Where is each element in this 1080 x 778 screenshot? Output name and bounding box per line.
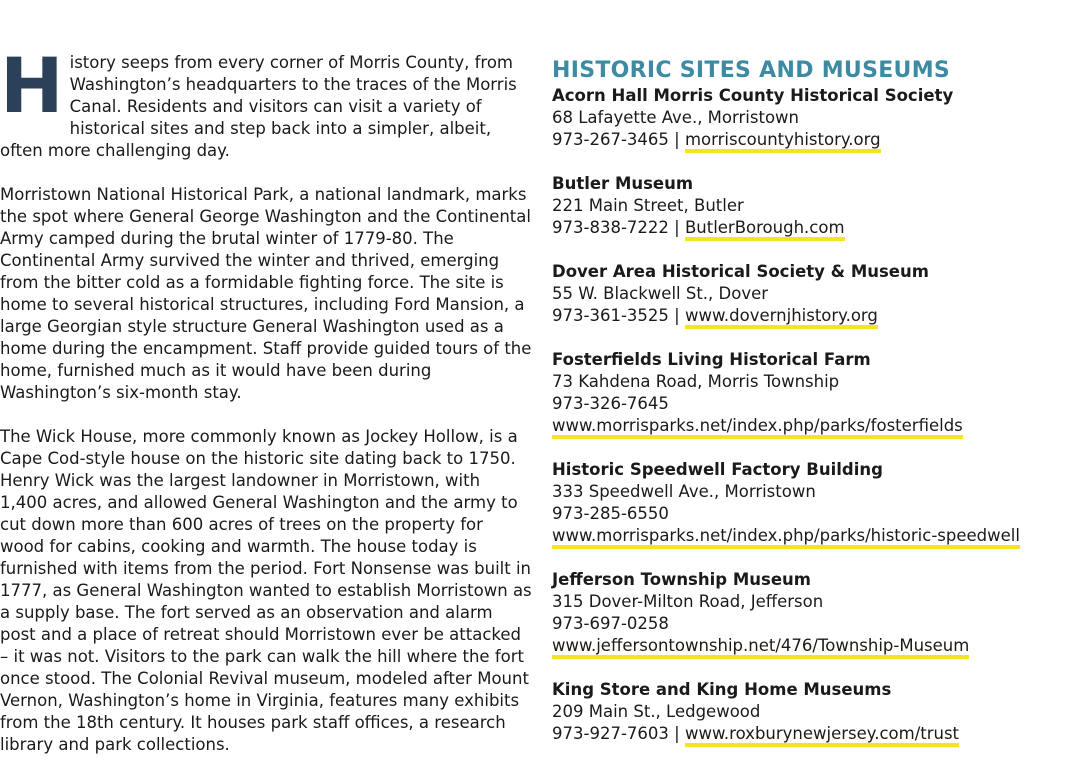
site-link[interactable]: www.dovernjhistory.org [684, 306, 878, 329]
site-phone: 973-927-7603 [552, 724, 669, 743]
site-address: 73 Kahdena Road, Morris Township [552, 372, 840, 391]
site-link[interactable]: www.morrisparks.net/index.php/parks/fost… [552, 416, 963, 439]
site-link[interactable]: morriscountyhistory.org [684, 130, 881, 153]
site-contact: 973-267-3465 | morriscountyhistory.org [552, 129, 1072, 153]
site-entry: Acorn Hall Morris County Historical Soci… [552, 85, 1072, 153]
site-phone: 973-697-0258 [552, 614, 669, 633]
site-name: Historic Speedwell Factory Building [552, 460, 883, 479]
separator: | [668, 724, 685, 743]
site-entry: Fosterfields Living Historical Farm 73 K… [552, 349, 1072, 439]
site-entry: Dover Area Historical Society & Museum 5… [552, 261, 1072, 329]
site-phone: 973-361-3525 [552, 306, 669, 325]
sites-heading: HISTORIC SITES AND MUSEUMS [552, 58, 951, 83]
site-name: Jefferson Township Museum [552, 570, 811, 589]
site-contact: 973-927-7603 | www.roxburynewjersey.com/… [552, 723, 1072, 747]
site-entry: Butler Museum 221 Main Street, Butler 97… [552, 173, 1072, 241]
site-link[interactable]: ButlerBorough.com [684, 218, 845, 241]
site-link[interactable]: www.roxburynewjersey.com/trust [684, 724, 960, 747]
site-entry: Jefferson Township Museum 315 Dover-Milt… [552, 569, 1072, 659]
site-phone: 973-267-3465 [552, 130, 669, 149]
site-address: 68 Lafayette Ave., Morristown [552, 108, 799, 127]
site-name: Fosterfields Living Historical Farm [552, 350, 871, 369]
separator: | [668, 218, 685, 237]
site-address: 221 Main Street, Butler [552, 196, 744, 215]
site-name: Dover Area Historical Society & Museum [552, 262, 929, 281]
site-address: 315 Dover-Milton Road, Jefferson [552, 592, 824, 611]
separator: | [668, 306, 685, 325]
site-link[interactable]: www.morrisparks.net/index.php/parks/hist… [552, 526, 1020, 549]
separator: | [668, 130, 685, 149]
drop-cap: H [0, 41, 64, 130]
site-link[interactable]: www.jeffersontownship.net/476/Township-M… [552, 636, 970, 659]
article-paragraph-3: The Wick House, more commonly known as J… [0, 427, 532, 754]
site-address: 209 Main St., Ledgewood [552, 702, 761, 721]
site-name: Acorn Hall Morris County Historical Soci… [552, 86, 954, 105]
paragraph-1-text: istory seeps from every corner of Morris… [0, 53, 517, 160]
site-name: Butler Museum [552, 174, 694, 193]
sites-sidebar: HISTORIC SITES AND MUSEUMS Acorn Hall Mo… [552, 57, 1072, 767]
site-entry: King Store and King Home Museums 209 Mai… [552, 679, 1072, 747]
site-phone: 973-326-7645 [552, 394, 669, 413]
site-entry: Historic Speedwell Factory Building 333 … [552, 459, 1072, 549]
site-contact: 973-838-7222 | ButlerBorough.com [552, 217, 1072, 241]
site-phone: 973-838-7222 [552, 218, 669, 237]
site-contact: 973-361-3525 | www.dovernjhistory.org [552, 305, 1072, 329]
site-address: 333 Speedwell Ave., Morristown [552, 482, 816, 501]
site-address: 55 W. Blackwell St., Dover [552, 284, 769, 303]
site-phone: 973-285-6550 [552, 504, 669, 523]
article-paragraph-2: Morristown National Historical Park, a n… [0, 185, 532, 402]
site-name: King Store and King Home Museums [552, 680, 892, 699]
